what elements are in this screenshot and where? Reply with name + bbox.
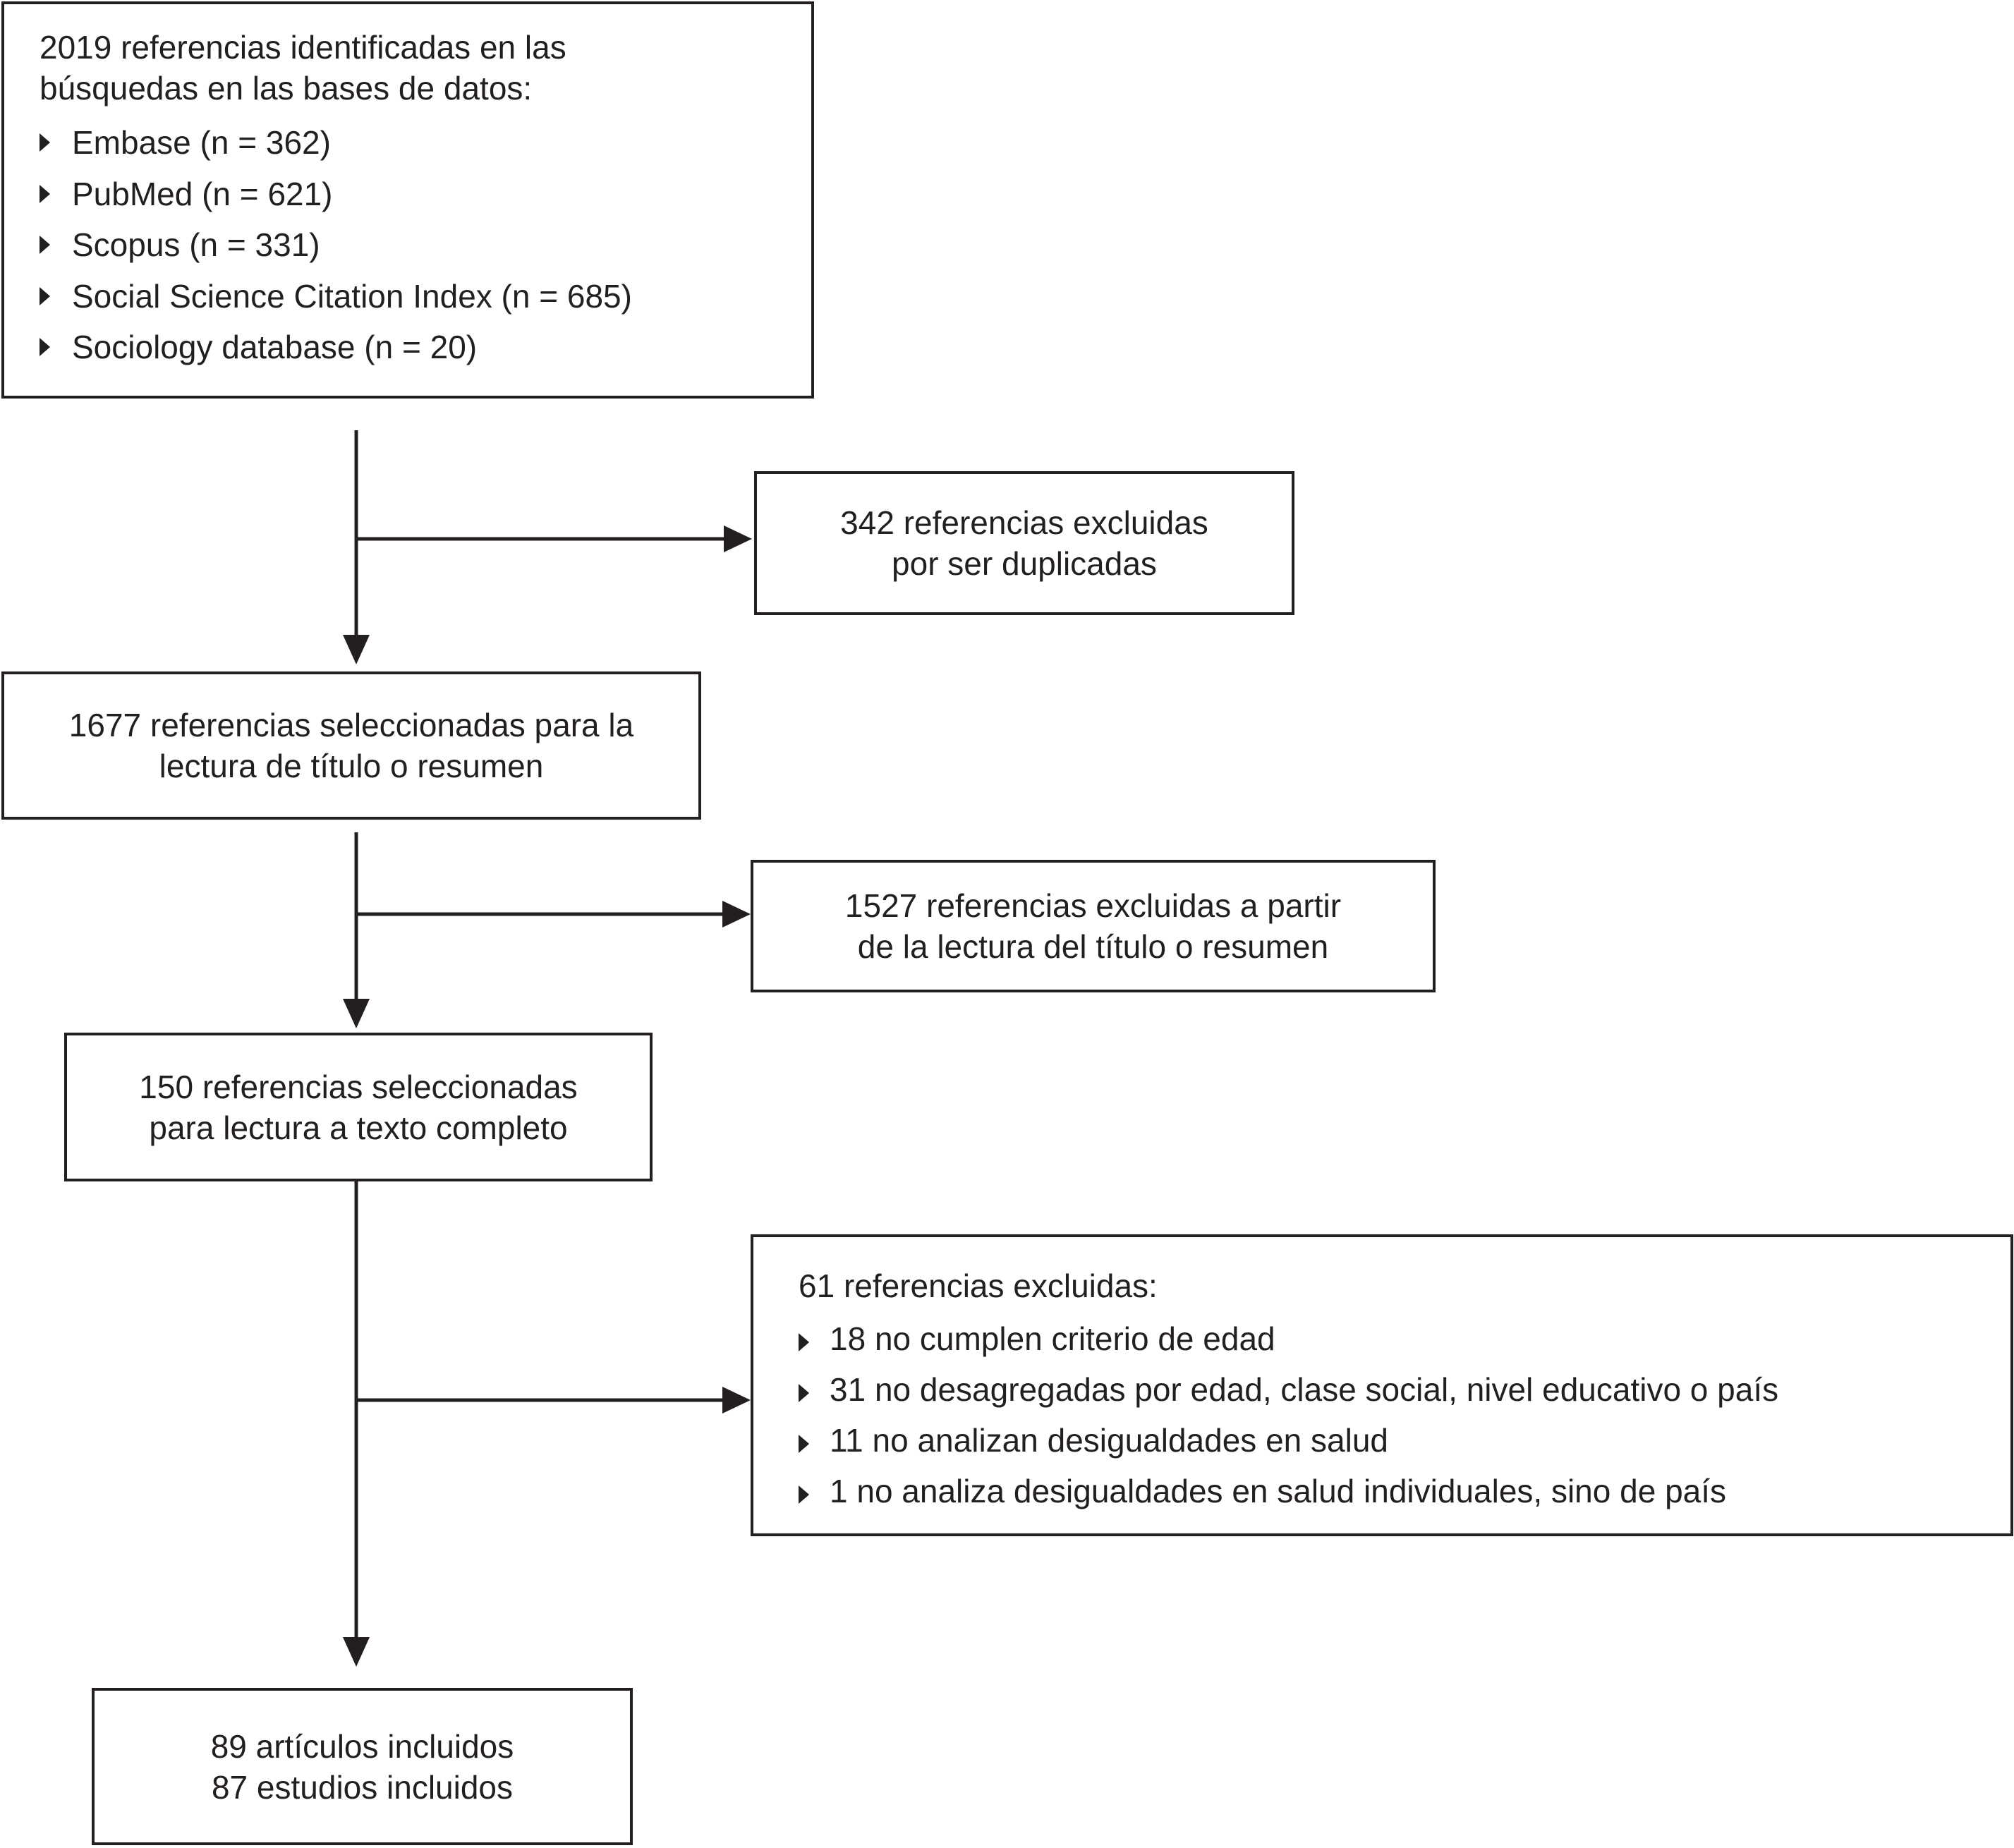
title-screening-line-1: 1677 referencias seleccionadas para la xyxy=(68,707,634,743)
duplicates-excluded-box: 342 referencias excluidas por ser duplic… xyxy=(754,471,1294,615)
arrow-down-2 xyxy=(343,999,370,1028)
title-excluded-line-2: de la lectura del título o resumen xyxy=(857,928,1329,965)
exclusion-reason: 18 no cumplen criterio de edad xyxy=(799,1313,2010,1364)
title-screening-line-2: lectura de título o resumen xyxy=(159,748,544,784)
database-item: Sociology database (n = 20) xyxy=(40,322,811,373)
exclusion-reason: 31 no desagregadas por edad, clase socia… xyxy=(799,1364,2010,1415)
database-item: Scopus (n = 331) xyxy=(40,219,811,271)
search-results-box: 2019 referencias identificadas en las bú… xyxy=(1,1,814,399)
bullet-triangle-icon xyxy=(799,1333,809,1351)
title-excluded-line-1: 1527 referencias excluidas a partir xyxy=(844,887,1342,924)
arrow-down-3 xyxy=(343,1637,370,1667)
search-heading-line-1: 2019 referencias identificadas en las xyxy=(40,29,566,66)
duplicates-excluded-line-1: 342 referencias excluidas xyxy=(840,504,1208,541)
duplicates-excluded-line-2: por ser duplicadas xyxy=(892,545,1157,582)
database-item: PubMed (n = 621) xyxy=(40,169,811,220)
included-line-2: 87 estudios incluidos xyxy=(211,1768,514,1806)
bullet-triangle-icon xyxy=(40,236,50,254)
title-excluded-box: 1527 referencias excluidas a partir de l… xyxy=(751,860,1436,992)
database-item: Social Science Citation Index (n = 685) xyxy=(40,271,811,322)
database-item: Embase (n = 362) xyxy=(40,117,811,169)
arrow-right-duplicates xyxy=(724,525,752,552)
exclusion-reason: 1 no analiza desigualdades en salud indi… xyxy=(799,1466,2010,1516)
fulltext-screening-line-1: 150 referencias seleccionadas xyxy=(139,1068,578,1105)
bullet-triangle-icon xyxy=(799,1435,809,1453)
search-heading-line-2: búsquedas en las bases de datos: xyxy=(40,70,533,107)
fulltext-excluded-heading: 61 referencias excluidas: xyxy=(799,1268,1158,1304)
bullet-triangle-icon xyxy=(799,1384,809,1402)
fulltext-screening-line-2: para lectura a texto completo xyxy=(149,1109,568,1146)
exclusion-reason: 11 no analizan desigualdades en salud xyxy=(799,1415,2010,1466)
bullet-triangle-icon xyxy=(799,1485,809,1504)
arrow-right-title-excluded xyxy=(722,901,751,928)
exclusion-reasons-list: 18 no cumplen criterio de edad 31 no des… xyxy=(799,1313,2010,1516)
bullet-triangle-icon xyxy=(40,286,50,305)
bullet-triangle-icon xyxy=(40,184,50,203)
database-list: Embase (n = 362) PubMed (n = 621) Scopus… xyxy=(40,117,811,373)
arrow-down-1 xyxy=(343,635,370,664)
bullet-triangle-icon xyxy=(40,338,50,356)
fulltext-excluded-box: 61 referencias excluidas: 18 no cumplen … xyxy=(751,1234,2013,1536)
arrow-right-fulltext-excluded xyxy=(722,1387,751,1414)
bullet-triangle-icon xyxy=(40,133,50,152)
included-line-1: 89 artículos incluidos xyxy=(210,1727,514,1765)
fulltext-screening-box: 150 referencias seleccionadas para lectu… xyxy=(64,1033,653,1181)
title-screening-box: 1677 referencias seleccionadas para la l… xyxy=(1,671,701,820)
included-box: 89 artículos incluidos 87 estudios inclu… xyxy=(92,1688,633,1845)
